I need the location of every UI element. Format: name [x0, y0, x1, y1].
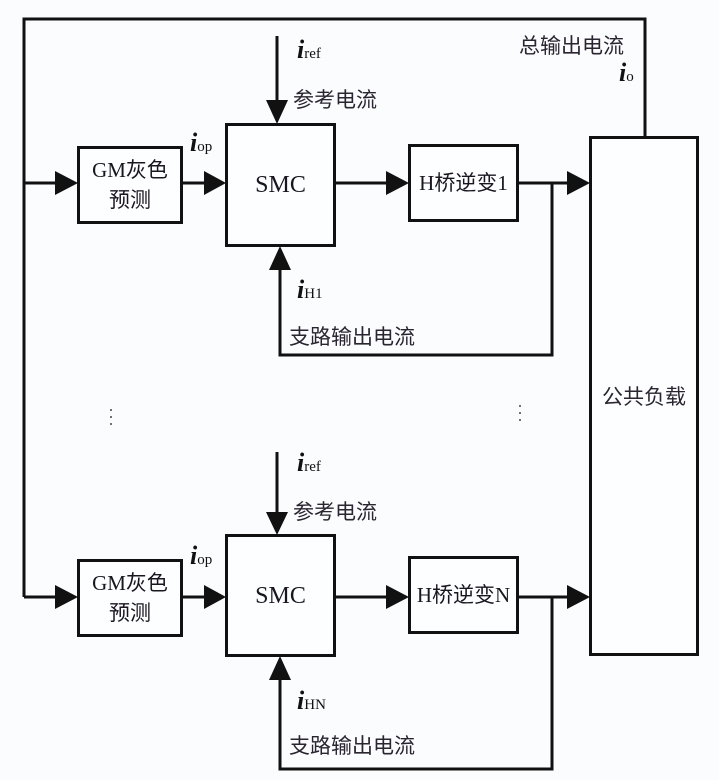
total-output-label: 总输出电流	[519, 34, 624, 58]
lower-iref-symbol: iref	[297, 448, 321, 477]
lower-reference-current-label: 参考电流	[293, 500, 377, 524]
lower-branch-output-current-label: 支路输出电流	[289, 734, 415, 758]
h-bridge-inverter-block-n: H桥逆变N	[408, 556, 519, 634]
upper-load-arrowhead	[567, 171, 590, 195]
gm-predictor-label-line2: 预测	[109, 601, 151, 625]
gm-grey-predictor-block-n: GM灰色 预测	[77, 559, 183, 637]
smc-controller-block-n: SMC	[225, 534, 336, 657]
common-load-label: 公共负载	[602, 385, 686, 409]
lower-input-arrowhead	[55, 585, 78, 609]
lower-iop-arrowhead	[204, 585, 226, 609]
h-bridge-inverter-block-1: H桥逆变1	[408, 144, 519, 222]
smc-controller-block-1: SMC	[225, 123, 336, 247]
upper-feedback-symbol: iH1	[297, 275, 323, 304]
lower-feedback-symbol: iHN	[297, 686, 326, 715]
total-output-symbol: io	[619, 58, 634, 87]
upper-iref-symbol: iref	[297, 35, 321, 64]
upper-iref-arrowhead	[266, 100, 288, 124]
lower-smc-arrowhead	[386, 585, 409, 609]
lower-load-arrowhead	[567, 585, 590, 609]
upper-input-arrowhead	[55, 171, 78, 195]
upper-branch-feedback-line	[278, 183, 554, 357]
right-ellipsis	[519, 405, 523, 426]
total-output-feedback-line	[22, 17, 647, 597]
lower-branch-feedback-line	[278, 597, 554, 771]
upper-smc-arrowhead	[386, 171, 409, 195]
gm-predictor-label-line2: 预测	[109, 188, 151, 212]
h-bridge-inverter-label: H桥逆变1	[419, 171, 508, 195]
common-load-block: 公共负载	[589, 136, 699, 656]
lower-feedback-arrowhead	[269, 656, 291, 680]
left-ellipsis	[110, 409, 114, 430]
upper-reference-current-label: 参考电流	[293, 88, 377, 112]
gm-grey-predictor-block-1: GM灰色 预测	[77, 146, 183, 224]
lower-iop-symbol: iop	[190, 541, 213, 570]
upper-iop-symbol: iop	[190, 128, 213, 157]
smc-label: SMC	[255, 582, 306, 609]
smc-label: SMC	[255, 172, 306, 198]
gm-predictor-label-line1: GM灰色	[92, 158, 168, 182]
upper-feedback-arrowhead	[269, 246, 291, 270]
upper-iop-arrowhead	[204, 171, 226, 195]
gm-predictor-label-line1: GM灰色	[92, 571, 168, 595]
lower-iref-arrowhead	[266, 512, 288, 535]
h-bridge-inverter-label: H桥逆变N	[416, 583, 511, 607]
upper-branch-output-current-label: 支路输出电流	[289, 325, 415, 349]
